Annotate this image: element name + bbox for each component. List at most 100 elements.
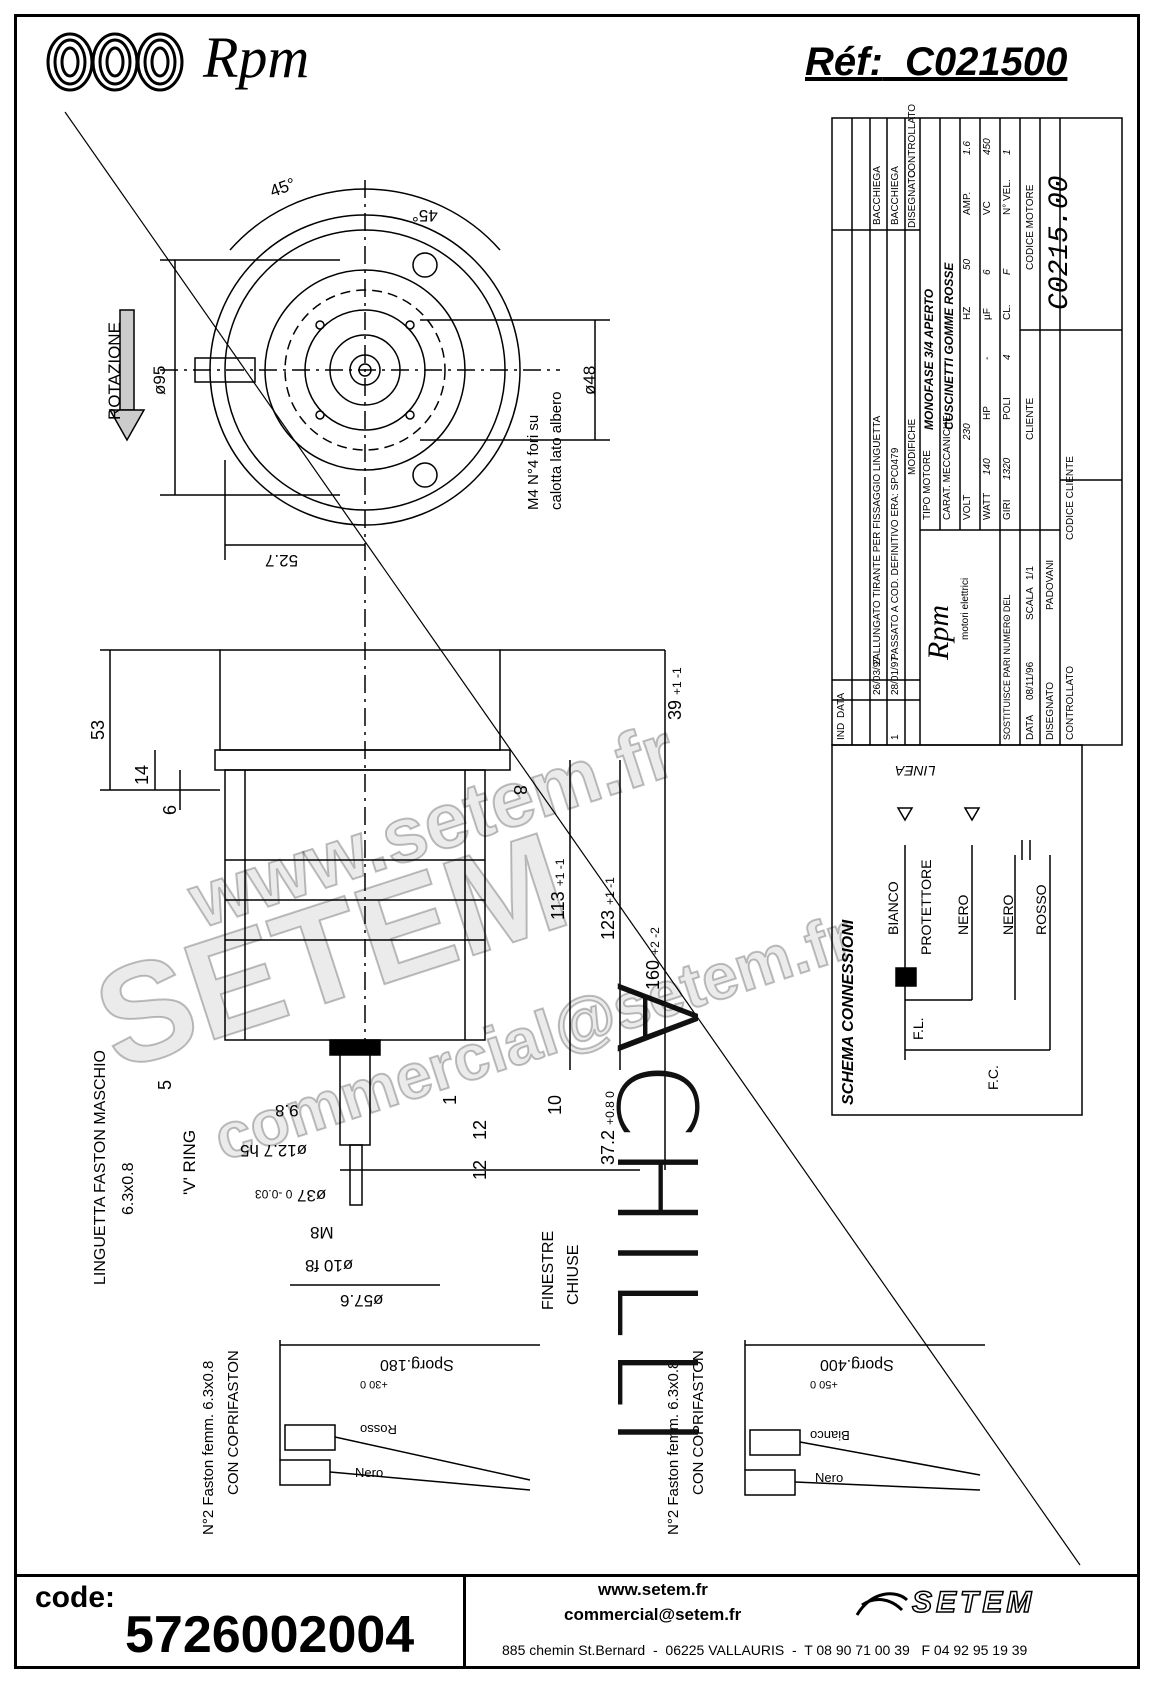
tb-watt-value: 140 <box>982 458 993 475</box>
rotation-label: ROTAZIONE <box>105 322 124 420</box>
dim-37-value: ø37 <box>297 1186 327 1205</box>
tb-cl-label: CL. <box>1002 304 1013 320</box>
tb-hz-label: HZ <box>962 306 973 320</box>
tb-scala-label: SCALA <box>1025 587 1036 620</box>
footer-address: 885 chemin St.Bernard - 06225 VALLAURIS … <box>502 1642 1028 1658</box>
tb-scala-value: 1/1 <box>1025 566 1036 580</box>
dim-48: ø48 <box>580 365 599 395</box>
tb-nvel-value: 1 <box>1002 149 1013 155</box>
tb-controllato-label: CONTROLLATO <box>1065 665 1076 740</box>
tb-carat-value: CUSCINETTI GOMME ROSSE <box>942 262 956 430</box>
tb-col-ind: IND <box>836 722 847 740</box>
dim-12b: 12 <box>470 1159 490 1180</box>
dim-123: 123 +1 -1 <box>598 877 619 940</box>
finestre-line1: FINESTRE <box>540 1230 557 1310</box>
linguetta-line2: 6.3x0.8 <box>120 1162 137 1215</box>
v-ring-label: 'V' RING <box>180 1129 199 1195</box>
tb-rev1-text: PASSATO A COD. DEFINITIVO ERA: SPC0479 <box>890 447 901 660</box>
linguetta-line1: LINGUETTA FASTON MASCHIO <box>92 1050 109 1285</box>
dim-160-tol: +2 -2 <box>648 927 662 955</box>
tb-watt-label: WATT <box>982 492 993 520</box>
tb-col-disegnato: DISEGNATO <box>907 170 918 228</box>
wire-bianco: Bianco <box>810 1428 850 1443</box>
tb-uf-label: µF <box>982 308 993 320</box>
dim-123-tol: +1 -1 <box>603 877 617 905</box>
code-number: 5726002004 <box>125 1606 415 1664</box>
code-label: code: <box>35 1581 116 1614</box>
ref-code: C021500 <box>905 40 1068 84</box>
tb-hz-value: 50 <box>962 258 973 270</box>
dim-52-7: 52.7 <box>265 551 299 570</box>
tb-amp-label: AMP. <box>962 191 973 215</box>
tb-giri-value: 1320 <box>1002 457 1013 480</box>
code-box: code: 5726002004 <box>17 1577 466 1666</box>
tb-uf-value: 6 <box>982 269 993 275</box>
tb-poli-label: POLI <box>1002 397 1013 420</box>
tb-rev1-sign: BACCHIEGA <box>890 166 901 225</box>
dim-123-value: 123 <box>598 909 618 940</box>
dim-39-value: 39 <box>665 699 685 720</box>
angle-45-right: 45° <box>412 206 438 225</box>
tb-vc-value: 450 <box>982 138 993 155</box>
tb-codice-motore-value: C0215.00 <box>1045 175 1076 310</box>
faston1-line2: CON COPRIFASTON <box>225 1350 242 1495</box>
wire-nero-1: Nero <box>355 1465 384 1480</box>
footer-web[interactable]: www.setem.fr <box>598 1580 708 1599</box>
brand-logo: Rpm <box>203 25 310 90</box>
dim-6: 6 <box>160 804 180 815</box>
dim-39-tol: +1 -1 <box>670 667 684 695</box>
tb-col-controllato: CONTROLLATO <box>907 103 918 178</box>
tb-rev1-date: 28/01/97 <box>890 656 901 695</box>
schema-bianco: BIANCO <box>885 881 901 935</box>
tb-sostituisce-value: - <box>1002 616 1013 620</box>
tb-rev2-sign: BACCHIEGA <box>872 166 883 225</box>
schema-nero-1: NERO <box>955 894 971 935</box>
dim-10: 10 <box>545 1094 565 1115</box>
setem-swirl-icon <box>855 1592 909 1616</box>
wire-nero-2: Nero <box>815 1470 844 1485</box>
tb-carat-label: CARAT. MECCANICHE <box>942 415 953 520</box>
dim-10f8: ø10 f8 <box>305 1256 354 1275</box>
tb-codice-motore-label: CODICE MOTORE <box>1025 184 1036 270</box>
tb-amp-value: 1.6 <box>962 141 973 155</box>
tb-disegnato-label: DISEGNATO <box>1045 682 1056 740</box>
tb-tipo-label: TIPO MOTORE <box>922 450 933 520</box>
hand-lettering: ACHILLI <box>592 980 720 1457</box>
tb-hp-value: - <box>982 356 993 360</box>
tb-codice-cliente-label: CODICE CLIENTE <box>1065 456 1076 540</box>
dim-53: 53 <box>88 719 108 740</box>
schema-fl: F.L. <box>910 1017 926 1040</box>
rpm-logo-coils <box>46 32 184 92</box>
schema-linea: LINEA <box>895 763 936 779</box>
m4-note-line1: M4 N°4 fori su <box>525 414 542 510</box>
tb-rev2-text: ALLUNGATO TIRANTE PER FISSAGGIO LINGUETT… <box>872 415 883 660</box>
tb-hp-label: HP <box>982 406 993 420</box>
dim-95: ø95 <box>150 365 169 395</box>
tb-nvel-label: N° VEL. <box>1002 179 1013 215</box>
tb-vc-label: VC <box>982 201 993 215</box>
sporg-180-tol: +30 0 <box>360 1378 388 1390</box>
sporg-180: Sporg.180 <box>380 1356 454 1373</box>
tb-brand-sub: motori elettrici <box>960 577 971 640</box>
dim-12a: 12 <box>470 1119 490 1140</box>
dim-39: 39 +1 -1 <box>665 667 686 720</box>
reference-label: Réf: C021500 <box>805 40 1067 85</box>
footer-email[interactable]: commercial@setem.fr <box>564 1605 742 1624</box>
ref-label: Réf: <box>805 40 883 84</box>
sporg-400: Sporg.400 <box>820 1356 894 1373</box>
schema-fc: F.C. <box>985 1065 1001 1090</box>
tb-data-value: 08/11/96 <box>1025 661 1036 700</box>
tb-col-data: DATA <box>836 692 847 718</box>
tb-volt-label: VOLT <box>962 494 973 520</box>
tb-giri-label: GIRI <box>1002 499 1013 520</box>
tb-disegnato-value: PADOVANI <box>1045 559 1056 610</box>
tb-poli-value: 4 <box>1002 354 1013 360</box>
tb-rev1-ind: 1 <box>890 734 901 740</box>
tb-tipo-value: MONOFASE 3/4 APERTO <box>922 288 936 430</box>
tb-rev2-date: 26/03/97 <box>872 656 883 695</box>
finestre-line2: CHIUSE <box>565 1244 582 1305</box>
tb-cl-value: F <box>1002 268 1013 275</box>
dim-37: ø37 0 -0.03 <box>255 1185 326 1205</box>
setem-logo: SETEM <box>911 1585 1036 1620</box>
